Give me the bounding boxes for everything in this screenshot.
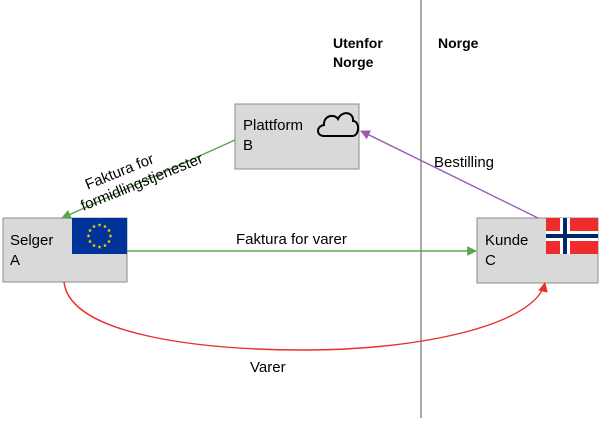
region-inside-label: Norge — [438, 35, 479, 51]
edge-customer-to-platform — [360, 130, 539, 219]
node-customer: Kunde C — [476, 217, 599, 284]
eu-star — [87, 239, 92, 244]
node-customer-line1: Kunde — [485, 232, 528, 249]
eu-flag-icon — [72, 218, 127, 254]
eu-star — [92, 224, 96, 229]
eu-star — [103, 224, 107, 229]
region-outside-line2: Norge — [333, 54, 374, 70]
eu-star — [103, 243, 107, 248]
node-seller-line2: A — [10, 252, 20, 269]
eu-star — [97, 244, 102, 249]
node-seller-line1: Selger — [10, 232, 53, 249]
edge-platform-to-seller-label: Faktura for formidlingstjenester — [78, 150, 205, 214]
node-platform-line1: Plattform — [243, 117, 303, 134]
eu-star — [87, 228, 92, 233]
region-outside-line1: Utenfor — [333, 35, 383, 51]
eu-star — [97, 222, 102, 227]
cloud-icon — [317, 112, 360, 137]
edge-seller-to-customer-label: Faktura for varer — [236, 231, 347, 248]
edge-customer-to-platform-label: Bestilling — [434, 154, 494, 171]
eu-star — [107, 239, 112, 244]
node-seller: Selger A — [2, 217, 128, 283]
node-customer-line2: C — [485, 252, 496, 269]
eu-star — [107, 228, 112, 233]
edge-goods — [63, 281, 548, 351]
norway-flag-icon — [546, 218, 598, 254]
eu-star — [86, 233, 91, 238]
edge-platform-to-seller — [61, 139, 236, 219]
node-platform-line2: B — [243, 137, 253, 154]
eu-star — [108, 233, 113, 238]
edge-goods-label: Varer — [250, 359, 286, 376]
node-platform: Plattform B — [234, 103, 360, 170]
eu-star — [92, 243, 96, 248]
